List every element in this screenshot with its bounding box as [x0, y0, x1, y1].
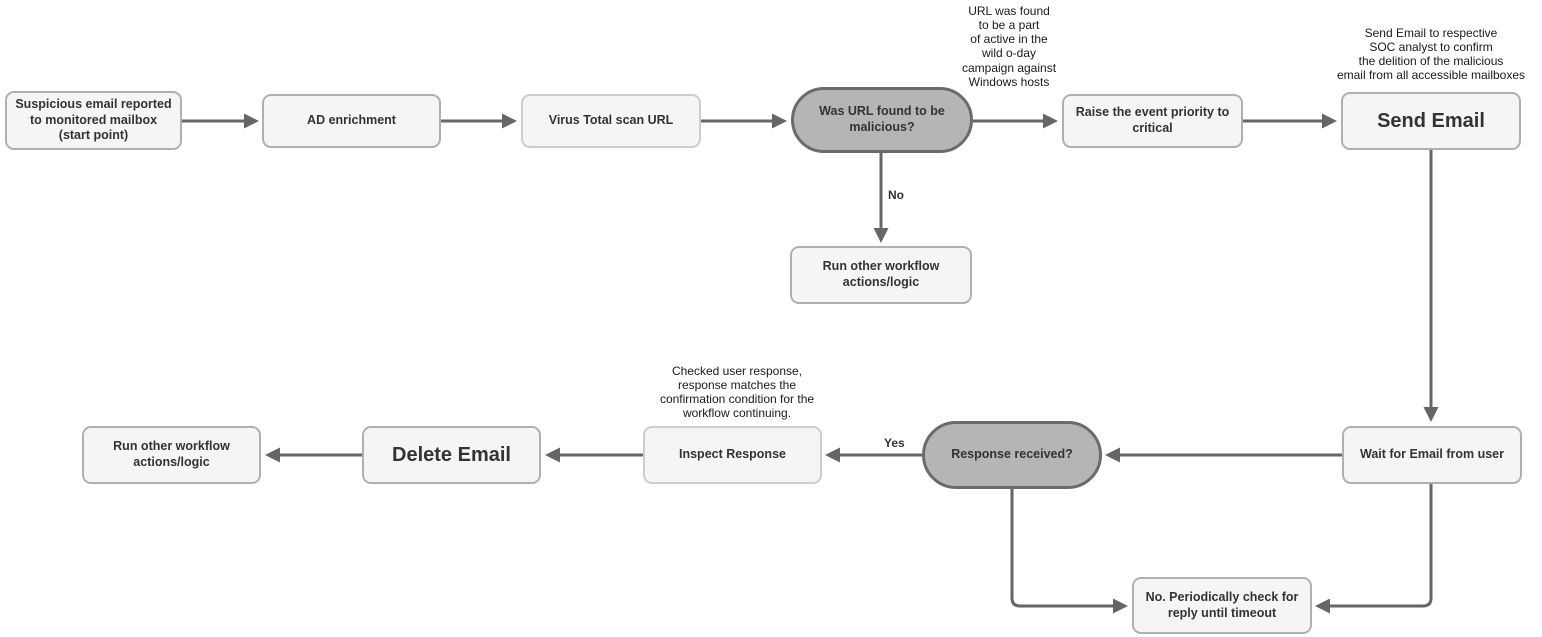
node-periodic-check[interactable]: No. Periodically check for reply until t…	[1132, 577, 1312, 634]
node-virus-total-scan[interactable]: Virus Total scan URL	[521, 94, 701, 148]
annotation-campaign-note: URL was found to be a part of active in …	[961, 4, 1057, 89]
node-decision-url-malicious[interactable]: Was URL found to be malicious?	[791, 87, 973, 153]
node-run-other-workflow-top[interactable]: Run other workflow actions/logic	[790, 246, 972, 304]
node-raise-priority[interactable]: Raise the event priority to critical	[1062, 94, 1243, 148]
node-send-email[interactable]: Send Email	[1341, 92, 1521, 150]
node-inspect-response[interactable]: Inspect Response	[643, 426, 822, 484]
node-decision-response-received[interactable]: Response received?	[922, 421, 1102, 489]
node-wait-for-email[interactable]: Wait for Email from user	[1342, 426, 1522, 484]
node-delete-email[interactable]: Delete Email	[362, 426, 541, 484]
edge-response-no-to-periodic	[1010, 489, 1128, 614]
edge-label-no: No	[886, 188, 906, 202]
annotation-checked-response-note: Checked user response, response matches …	[659, 364, 815, 421]
annotation-soc-analyst-note: Send Email to respective SOC analyst to …	[1336, 26, 1526, 83]
node-run-other-workflow-bottom[interactable]: Run other workflow actions/logic	[82, 426, 261, 484]
edge-label-yes: Yes	[882, 436, 907, 450]
edge-wait-to-periodic	[1315, 484, 1433, 614]
node-ad-enrichment[interactable]: AD enrichment	[262, 94, 441, 148]
node-start[interactable]: Suspicious email reported to monitored m…	[5, 91, 182, 150]
